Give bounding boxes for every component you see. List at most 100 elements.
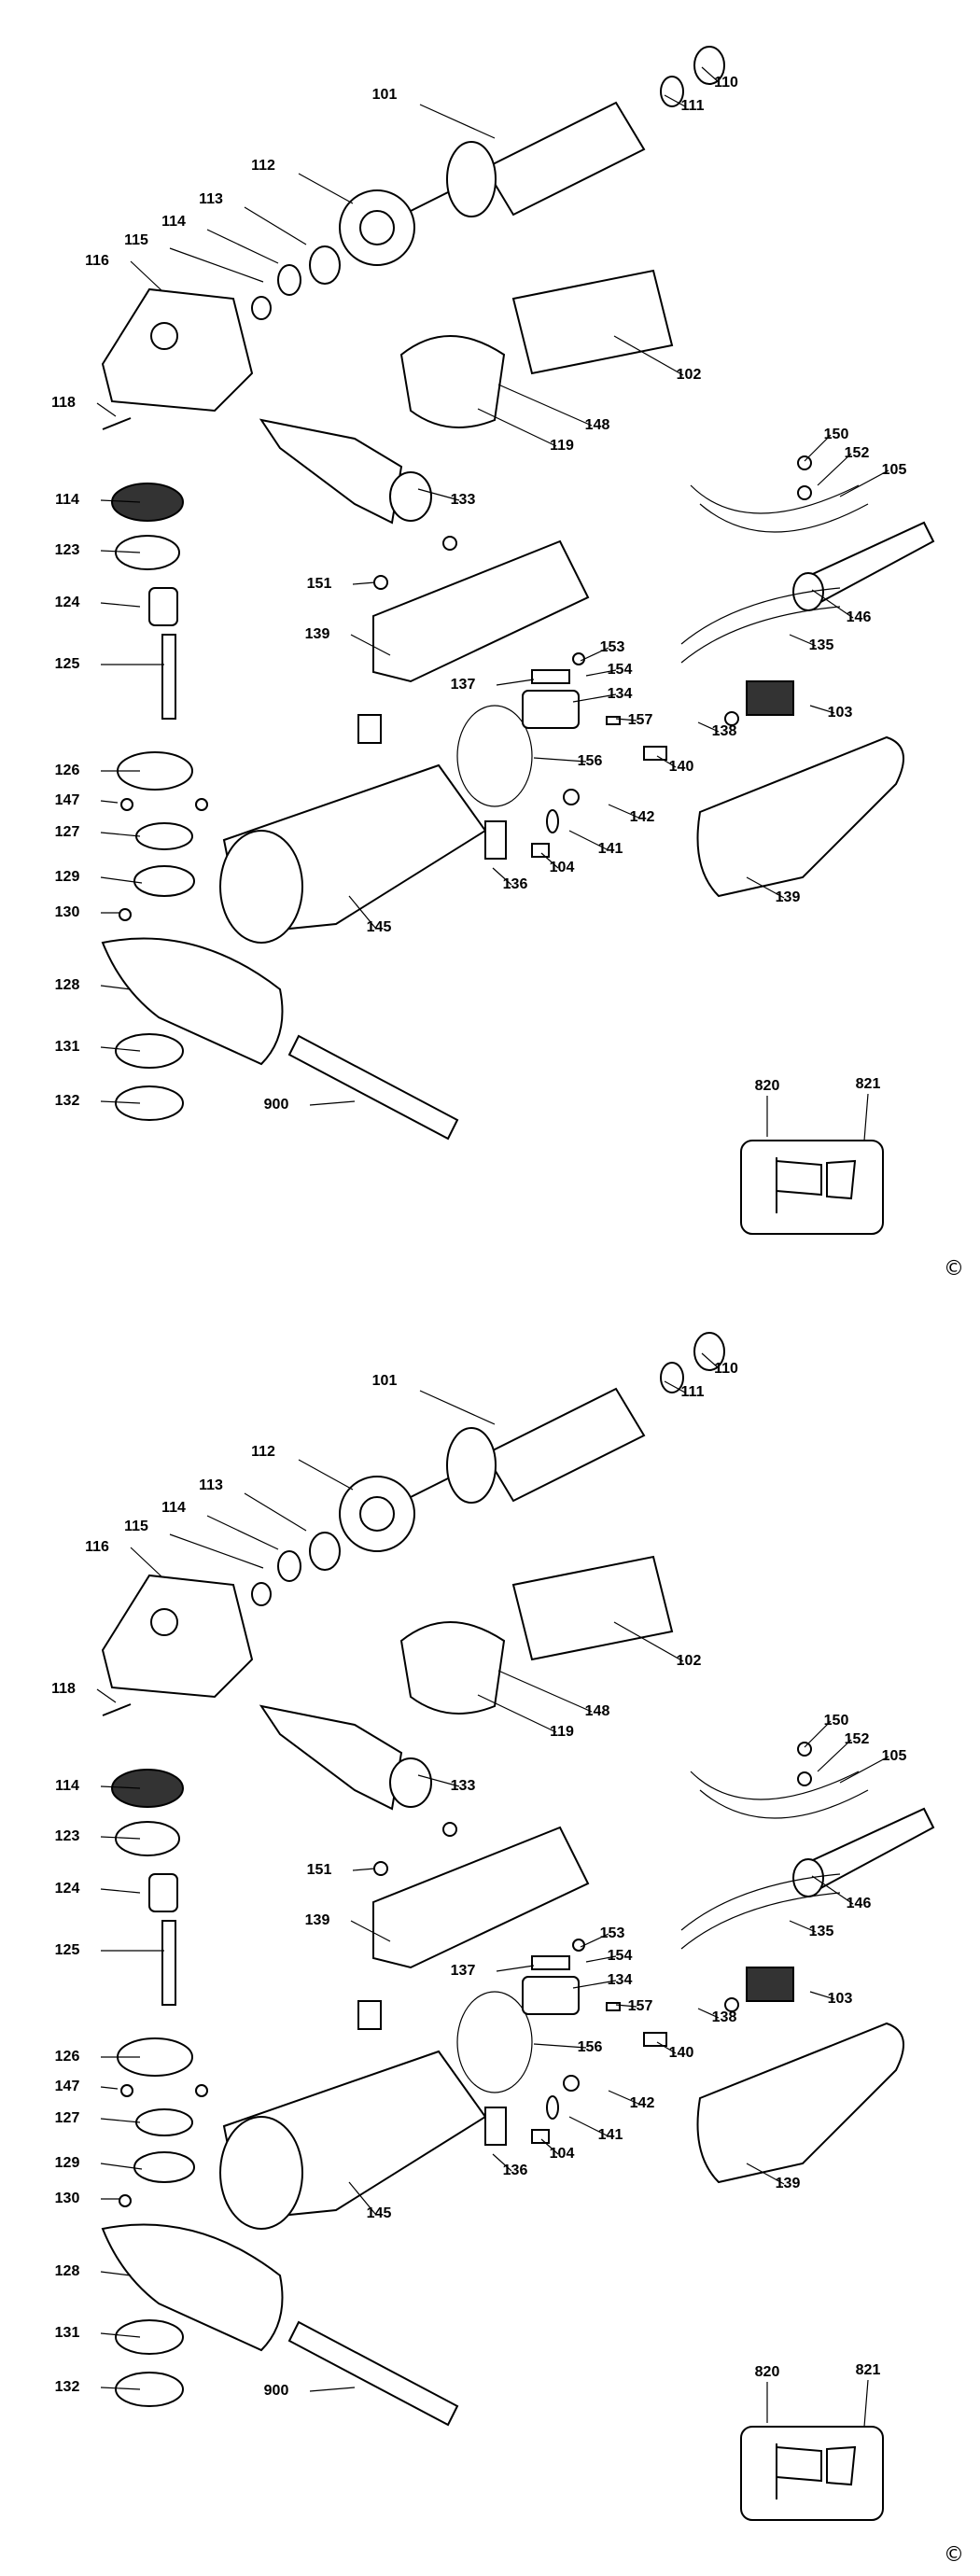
bottom-leader-line-139 — [350, 1920, 391, 1942]
part-104 — [531, 2129, 550, 2144]
top-leader-line-103 — [809, 705, 835, 714]
screw-153-part — [572, 1939, 585, 1952]
part-104 — [531, 843, 550, 858]
gear-housing-part — [101, 1574, 254, 1699]
screw-147b-part — [195, 2084, 208, 2097]
top-part-number-label: 114 — [161, 214, 186, 230]
bottom-part-number-label: 114 — [161, 1500, 186, 1516]
top-leader-line-900 — [309, 1100, 356, 1106]
bottom-part-number-label: 102 — [677, 1653, 702, 1669]
cable-105-part — [690, 1771, 869, 1819]
screw-138-part — [724, 711, 739, 726]
bottom-leader-line-118 — [96, 1688, 117, 1703]
bottom-part-number-label: 152 — [845, 1731, 870, 1747]
bearing-110-part — [693, 46, 725, 85]
top-part-number-label: 111 — [681, 98, 705, 114]
field-coil-part — [511, 1555, 674, 1661]
baffle-part — [399, 1621, 506, 1715]
part-140 — [643, 2032, 667, 2047]
top-part-number-label: 133 — [451, 492, 476, 508]
top-part-number-label: 126 — [55, 763, 80, 778]
bottom-part-number-label: 148 — [585, 1703, 610, 1719]
top-leader-line-119 — [477, 408, 557, 447]
top-leader-line-115 — [169, 247, 264, 283]
slide-137-part — [531, 1955, 570, 1970]
top-leader-line-138 — [697, 721, 720, 733]
top-part-number-label: 153 — [600, 639, 625, 655]
armature-fan-part — [446, 1427, 497, 1504]
bottom-part-number-label: 119 — [550, 1724, 574, 1740]
top-leader-line-112 — [298, 173, 354, 204]
bottom-leader-line-148 — [497, 1670, 593, 1713]
circlip-127-part — [135, 2108, 193, 2136]
part-141 — [546, 2095, 559, 2120]
flange-131-part — [115, 2319, 184, 2355]
screw-150-part — [797, 455, 812, 470]
bottom-leader-line-134 — [572, 1980, 617, 1989]
screw-151-part — [373, 575, 388, 590]
bottom-leader-line-116 — [130, 1547, 163, 1578]
top-part-number-label: 147 — [55, 792, 80, 808]
bottom-part-number-label: 111 — [681, 1384, 705, 1400]
bottom-part-number-label: 129 — [55, 2155, 80, 2171]
flange-131-part — [115, 1033, 184, 1069]
top-leader-line-101 — [419, 104, 496, 139]
top-leader-line-114 — [206, 229, 279, 264]
bottom-leader-line-139 — [746, 2163, 785, 2185]
top-part-number-label: 146 — [847, 609, 872, 625]
circlip-127-part — [135, 822, 193, 850]
bottom-part-number-label: 138 — [712, 2009, 737, 2025]
bottom-part-number-label: 114 — [55, 1778, 79, 1794]
top-part-number-label: 110 — [714, 75, 738, 91]
top-leader-line-157 — [615, 718, 637, 721]
brush-holder-part — [746, 1967, 794, 2002]
bottom-leader-line-124 — [100, 1888, 141, 1894]
bottom-leader-line-132 — [100, 2387, 141, 2390]
bottom-part-number-label: 118 — [51, 1681, 76, 1697]
top-part-number-label: 138 — [712, 723, 737, 739]
screw-151b-part — [442, 1822, 457, 1837]
pinion-114-part — [277, 264, 301, 296]
spanner-part — [287, 2320, 459, 2427]
bottom-part-number-label: 153 — [600, 1925, 625, 1941]
bottom-leader-line-150 — [804, 1720, 832, 1748]
top-leader-line-153 — [580, 647, 609, 662]
armature-part — [483, 1387, 646, 1503]
top-leader-line-142 — [608, 804, 639, 819]
label-flag-820-part — [776, 2443, 822, 2499]
top-part-number-label: 132 — [55, 1093, 80, 1109]
top-part-number-label: 821 — [856, 1076, 881, 1092]
spacer-123-part — [115, 535, 180, 570]
bottom-part-number-label: 125 — [55, 1942, 80, 1958]
top-part-number-label: 116 — [85, 253, 109, 269]
bottom-leader-line-152 — [817, 1739, 852, 1772]
bottom-leader-line-114 — [206, 1515, 279, 1550]
part-157 — [606, 2002, 621, 2011]
motor-housing-mouth-part — [219, 2116, 303, 2230]
top-part-number-label: 141 — [598, 841, 623, 857]
bottom-leader-line-105 — [839, 1756, 889, 1784]
bearing-124-part — [148, 1873, 178, 1912]
bottom-leader-line-131 — [100, 2332, 141, 2338]
bottom-leader-line-115 — [169, 1533, 264, 1569]
screw-151-part — [373, 1861, 388, 1876]
bottom-leader-line-146 — [811, 1875, 854, 1905]
bottom-part-number-label: 115 — [124, 1519, 148, 1534]
field-coil-part — [511, 269, 674, 375]
top-part-number-label: 127 — [55, 824, 80, 840]
bottom-part-number-label: 150 — [824, 1713, 849, 1729]
screw-153-part — [572, 652, 585, 665]
top-leader-line-104 — [540, 852, 559, 869]
bottom-leader-line-154 — [585, 1955, 617, 1963]
bottom-leader-line-129 — [100, 2163, 143, 2170]
rear-cover-part — [696, 2022, 904, 2184]
top-leader-line-137 — [496, 679, 535, 686]
bottom-part-number-label: 105 — [882, 1748, 907, 1764]
screw-151b-part — [442, 536, 457, 551]
spindle-125-part — [161, 634, 176, 720]
bottom-leader-line-128 — [100, 2271, 132, 2276]
bottom-part-number-label: 116 — [85, 1539, 109, 1555]
part-142 — [563, 789, 580, 805]
top-part-number-label: 105 — [882, 462, 907, 478]
rear-housing-upper-part — [372, 1826, 590, 1969]
